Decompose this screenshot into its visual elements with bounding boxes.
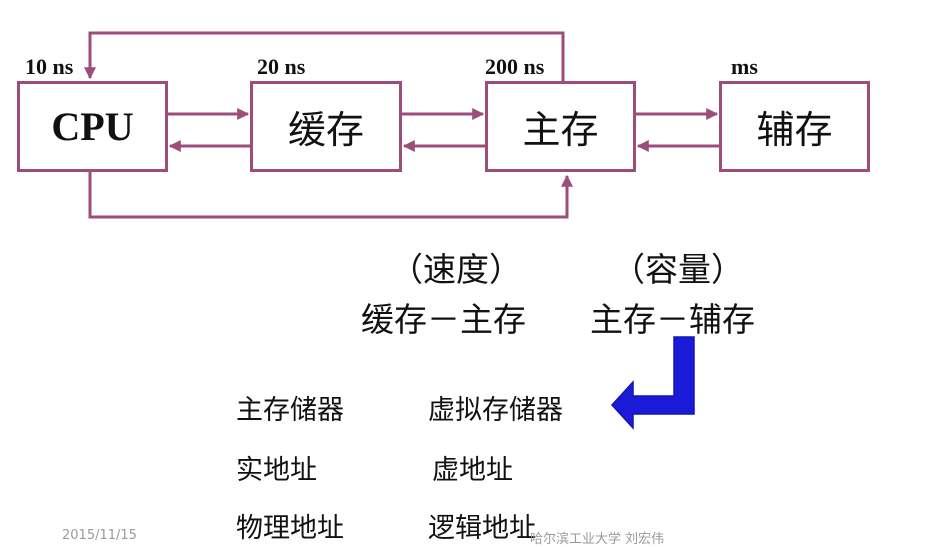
- cache-main-pair: 缓存－主存: [361, 300, 526, 339]
- speed-heading: （速度）: [390, 250, 522, 289]
- cpu-node: CPU: [17, 81, 168, 172]
- cpu-node-label: CPU: [51, 104, 134, 149]
- term-left-1: 主存储器: [236, 395, 344, 426]
- term-right-3: 逻辑地址: [428, 513, 536, 544]
- cache-node-label: 缓存: [287, 108, 364, 152]
- term-right-2: 虚地址: [432, 455, 513, 486]
- secondary-memory-node-label: 辅存: [756, 108, 833, 152]
- main-secondary-pair: 主存－辅存: [590, 300, 755, 339]
- cache-time-label: 20 ns: [257, 54, 306, 79]
- main-memory-time-label: 200 ns: [485, 54, 545, 79]
- blue-pointer-arrow-icon: [610, 336, 695, 430]
- main-memory-node-label: 主存: [522, 108, 599, 152]
- cpu-time-label: 10 ns: [25, 54, 74, 79]
- secondary-memory-node: 辅存: [719, 81, 870, 172]
- cache-node: 缓存: [250, 81, 402, 172]
- footer-source: 哈尔滨工业大学 刘宏伟: [530, 532, 665, 547]
- main-to-cpu-top-path: [84, 31, 565, 82]
- term-left-2: 实地址: [236, 455, 317, 486]
- cpu-to-main-bottom-path: [88, 172, 573, 219]
- term-left-3: 物理地址: [236, 513, 344, 544]
- secondary-memory-time-label: ms: [731, 54, 758, 79]
- main-memory-node: 主存: [485, 81, 636, 172]
- capacity-heading: （容量）: [612, 250, 744, 289]
- connector-layer: [84, 31, 719, 430]
- term-right-1: 虚拟存储器: [428, 395, 563, 426]
